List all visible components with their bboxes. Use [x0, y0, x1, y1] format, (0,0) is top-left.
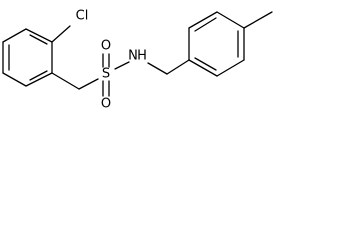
- chlorine-atom-label: Cl: [76, 9, 89, 24]
- carbon-chlorine-bond: [51, 25, 71, 43]
- bond: [188, 59, 218, 77]
- oxygen-atom-label-top: O: [101, 39, 111, 54]
- methylene-ring-bond: [166, 59, 190, 75]
- bond: [2, 28, 27, 43]
- double-bond-inner: [194, 57, 217, 71]
- sulfur-atom-label: S: [102, 67, 110, 82]
- bond: [2, 72, 27, 87]
- bond: [216, 59, 245, 77]
- tolyl-ring: [188, 11, 245, 77]
- bond: [25, 28, 53, 43]
- bond: [25, 72, 53, 87]
- oxygen-atom-label-bottom: O: [101, 97, 111, 112]
- ring-methylene-bond: [51, 72, 80, 90]
- methyl-bond: [243, 11, 273, 29]
- bond: [216, 11, 245, 29]
- nitrogen-methylene-bond: [147, 62, 168, 75]
- hydrogen-atom-label: H: [137, 49, 147, 64]
- bond: [188, 11, 218, 29]
- structure-diagram: Cl S O O N H: [2, 9, 273, 112]
- double-bond-inner: [29, 70, 48, 81]
- sulfur-nitrogen-bond: [114, 61, 130, 70]
- nitrogen-atom-label: N: [128, 49, 138, 64]
- double-bond-inner: [194, 17, 217, 32]
- methylene-sulfur-bond: [78, 78, 99, 90]
- chlorophenyl-ring: [2, 28, 53, 87]
- double-bond-inner: [29, 34, 48, 45]
